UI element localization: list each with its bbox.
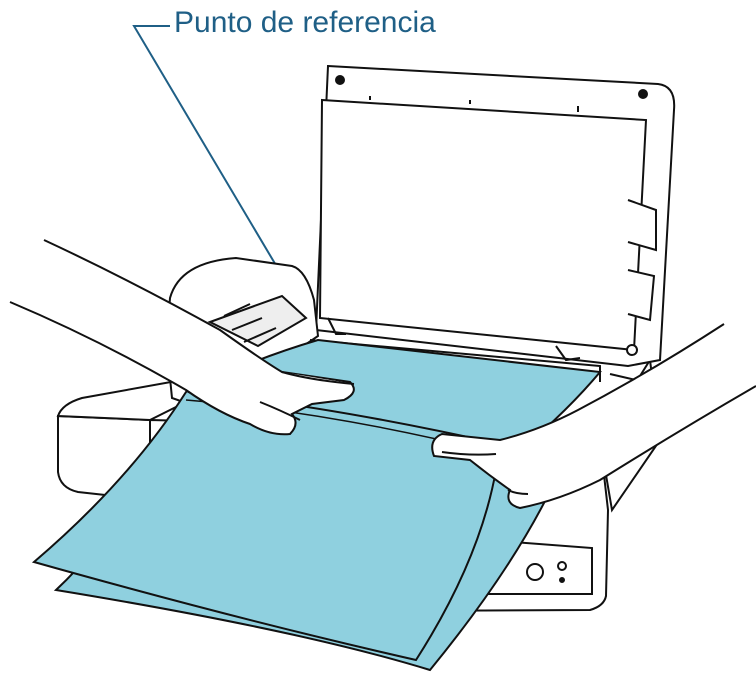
callout-leader xyxy=(132,25,313,327)
right-hand xyxy=(431,323,756,510)
reference-point-label: Punto de referencia xyxy=(174,6,436,39)
scanner-lid xyxy=(314,64,676,368)
platen-frame xyxy=(309,317,637,382)
left-hand xyxy=(9,239,355,436)
